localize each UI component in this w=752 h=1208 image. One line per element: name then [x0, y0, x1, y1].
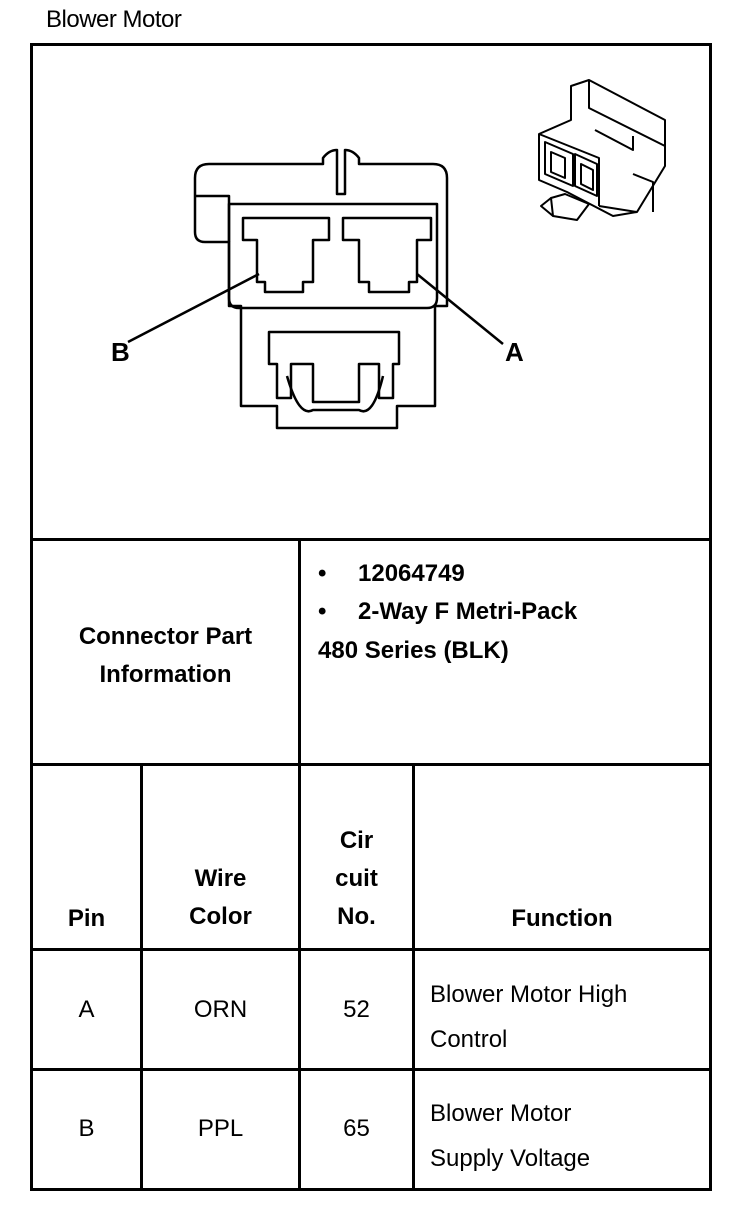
part-number: 12064749	[358, 560, 465, 587]
connector-diagram: B A	[111, 79, 666, 430]
row-a-wire-color: ORN	[193, 996, 248, 1023]
divider-col-color	[298, 763, 301, 1191]
connector-info-label: Connector Part Information	[33, 618, 298, 694]
row-a-circuit: 52	[343, 996, 370, 1023]
connector-series: 480 Series (BLK)	[318, 637, 509, 664]
divider-row-a-bottom	[30, 1068, 712, 1071]
connector-info-bullet: •2-Way F Metri-Pack	[318, 598, 578, 625]
divider-col-pin	[140, 763, 143, 1191]
header-circuit-number: Cir cuit No.	[335, 827, 378, 930]
connector-table-frame	[30, 43, 712, 1191]
row-b-function: Blower Motor Supply Voltage	[430, 1100, 591, 1172]
pin-label-a: A	[505, 337, 524, 367]
row-a-function: Blower Motor High Control	[430, 981, 628, 1053]
header-wire-color: Wire Color	[189, 865, 252, 930]
row-b-pin: B	[78, 1115, 95, 1142]
row-a-pin: A	[78, 996, 95, 1023]
page-title: Blower Motor	[46, 6, 182, 33]
divider-header-bottom	[30, 948, 712, 951]
connector-info-bullet: •12064749	[318, 560, 465, 587]
connector-info-label-line1: Connector Part	[78, 623, 253, 650]
divider-info-bottom	[30, 763, 712, 766]
divider-info-column	[298, 538, 301, 766]
divider-diagram-bottom	[30, 538, 712, 541]
row-b-circuit: 65	[343, 1115, 370, 1142]
header-function: Function	[511, 905, 613, 932]
row-b-wire-color: PPL	[197, 1115, 244, 1142]
pin-label-b: B	[111, 337, 130, 367]
header-pin: Pin	[67, 905, 106, 932]
connector-type: 2-Way F Metri-Pack	[358, 598, 578, 625]
divider-col-circuit	[412, 763, 415, 1191]
connector-info-label-line2: Information	[99, 661, 232, 688]
